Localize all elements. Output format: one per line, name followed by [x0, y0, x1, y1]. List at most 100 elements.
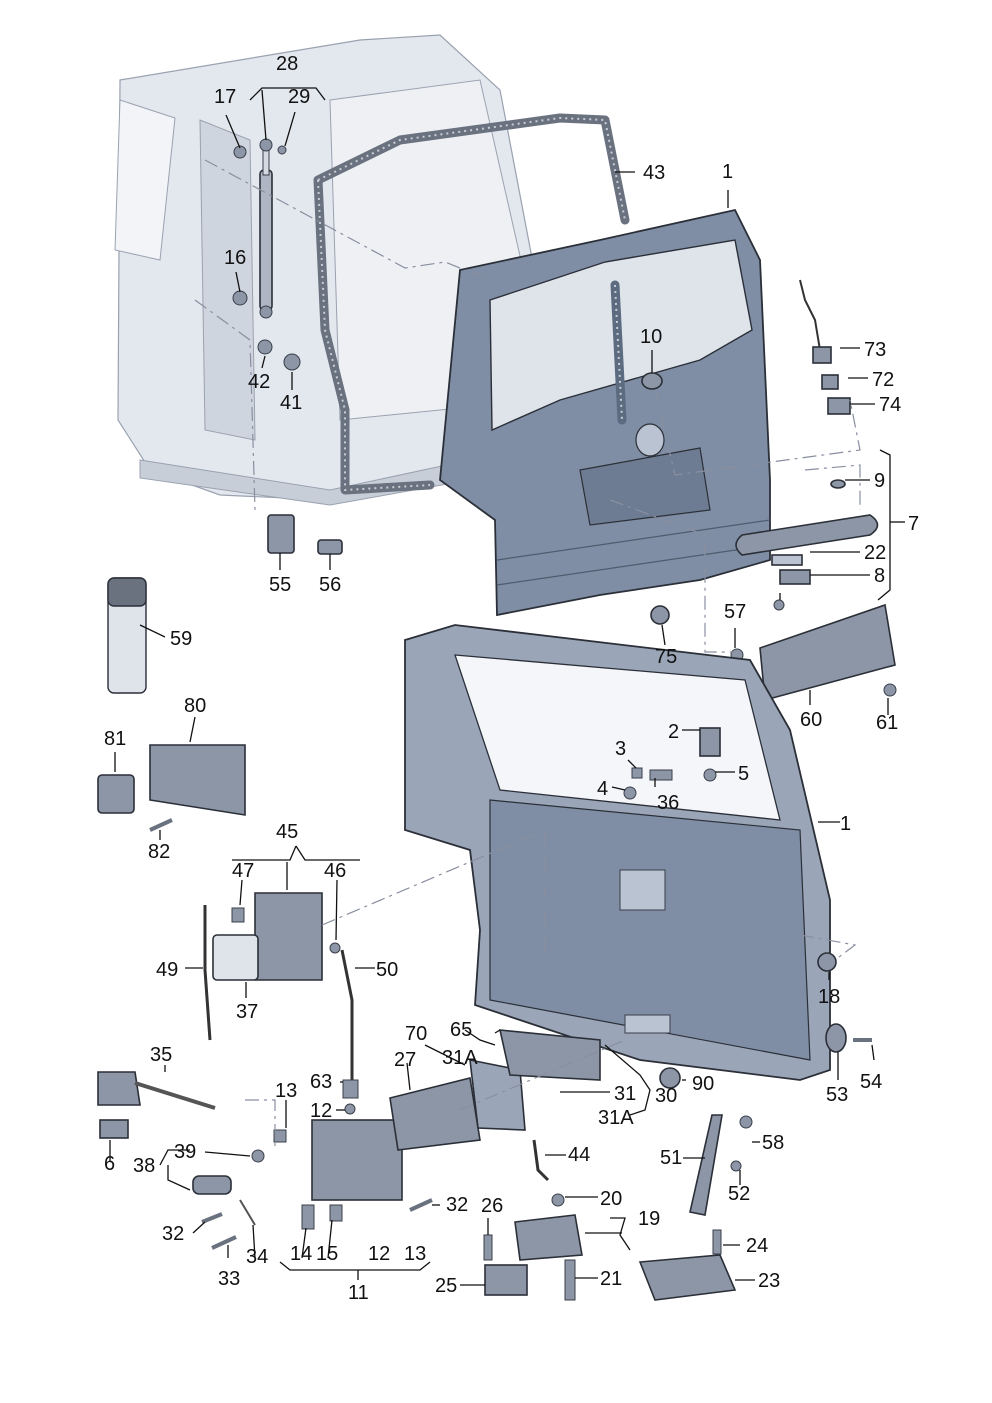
label-3: 3	[615, 738, 626, 760]
clip-29	[277, 145, 287, 155]
label-70: 70	[405, 1023, 427, 1045]
lock-cylinder-81	[97, 774, 135, 814]
label-55: 55	[269, 574, 291, 596]
label-51: 51	[660, 1147, 682, 1169]
screw-33	[211, 1235, 237, 1250]
label-12-top: 12	[310, 1100, 332, 1122]
label-1-top: 1	[722, 161, 733, 183]
bracket-25	[484, 1264, 528, 1296]
label-80: 80	[184, 695, 206, 717]
label-90: 90	[692, 1073, 714, 1095]
nut-10	[641, 372, 663, 390]
label-65: 65	[450, 1019, 472, 1041]
strap-51	[689, 1114, 723, 1216]
label-54: 54	[860, 1071, 882, 1093]
rod-49	[203, 905, 212, 1041]
label-5: 5	[738, 763, 749, 785]
label-11: 11	[348, 1282, 369, 1304]
label-82: 82	[148, 841, 170, 863]
housing-27	[389, 1077, 481, 1151]
buffer-53	[825, 1023, 847, 1053]
lock-11	[311, 1119, 403, 1201]
label-10: 10	[640, 326, 662, 348]
label-81: 81	[104, 728, 126, 750]
leader-lines	[109, 87, 905, 1286]
label-60: 60	[800, 709, 822, 731]
label-47: 47	[232, 860, 254, 882]
clip-47	[231, 907, 245, 923]
label-15: 15	[316, 1243, 338, 1265]
label-74: 74	[879, 394, 901, 416]
striker-19	[514, 1214, 583, 1261]
part-labels: 17 28 29 16 42 41 55 56 43 1 10 73 72 74…	[104, 53, 919, 1304]
part-12	[344, 1103, 356, 1115]
cable-50	[340, 949, 354, 1080]
gasket-22	[771, 554, 803, 566]
label-45: 45	[276, 821, 298, 843]
label-21: 21	[600, 1268, 622, 1290]
label-75: 75	[655, 646, 677, 668]
part-39	[251, 1149, 265, 1163]
label-29: 29	[288, 86, 310, 108]
label-43: 43	[643, 162, 665, 184]
bolt-41	[283, 353, 301, 371]
label-16: 16	[224, 247, 246, 269]
screw-58	[739, 1115, 753, 1129]
label-1-lower: 1	[840, 813, 851, 835]
assembly-lines	[194, 159, 861, 1150]
label-31A-bottom: 31A	[598, 1107, 634, 1129]
label-46: 46	[324, 860, 346, 882]
bracket-80	[149, 744, 246, 816]
plug-90	[659, 1067, 681, 1089]
label-24: 24	[746, 1235, 768, 1257]
label-19: 19	[638, 1208, 660, 1230]
label-32-left: 32	[162, 1223, 184, 1245]
screw-61	[883, 683, 897, 697]
bolt-56	[317, 539, 343, 555]
brake-light-7	[735, 514, 879, 556]
rod-35	[134, 1081, 216, 1110]
label-33: 33	[218, 1268, 240, 1290]
clip-46	[329, 942, 341, 954]
connector-72	[821, 374, 839, 390]
label-44: 44	[568, 1144, 590, 1166]
buffer-18	[817, 952, 837, 972]
label-36: 36	[657, 792, 679, 814]
label-49: 49	[156, 959, 178, 981]
tailgate-outer-panel	[439, 208, 771, 617]
screw-8	[773, 599, 785, 611]
spray-can	[107, 577, 147, 694]
handle-31	[498, 1029, 601, 1081]
label-34: 34	[246, 1246, 268, 1268]
label-63: 63	[310, 1071, 332, 1093]
label-27: 27	[394, 1049, 416, 1071]
ball-stud-17	[233, 145, 247, 159]
screw-24	[712, 1229, 722, 1255]
hinge-2	[699, 727, 721, 757]
trim-panel-60	[759, 603, 896, 702]
label-13-top: 13	[275, 1080, 297, 1102]
label-31: 31	[614, 1083, 636, 1105]
actuator-35	[97, 1071, 141, 1106]
grommet-9	[830, 479, 846, 489]
tailgate-inner-panel	[404, 624, 831, 1081]
label-41: 41	[280, 392, 302, 414]
label-72: 72	[872, 369, 894, 391]
label-30: 30	[655, 1085, 677, 1107]
cylinder-38	[192, 1175, 232, 1195]
label-57: 57	[724, 601, 746, 623]
gas-strut	[259, 138, 273, 319]
label-25: 25	[435, 1275, 457, 1297]
label-38: 38	[133, 1155, 155, 1177]
bracket-74	[827, 397, 851, 415]
label-26: 26	[481, 1195, 503, 1217]
label-14: 14	[290, 1243, 312, 1265]
cover-70	[469, 1058, 526, 1131]
gasket-37	[212, 934, 259, 981]
connector-73	[812, 346, 832, 364]
screw-82	[149, 818, 173, 832]
label-17: 17	[214, 86, 236, 108]
label-9: 9	[874, 470, 885, 492]
label-8: 8	[874, 565, 885, 587]
